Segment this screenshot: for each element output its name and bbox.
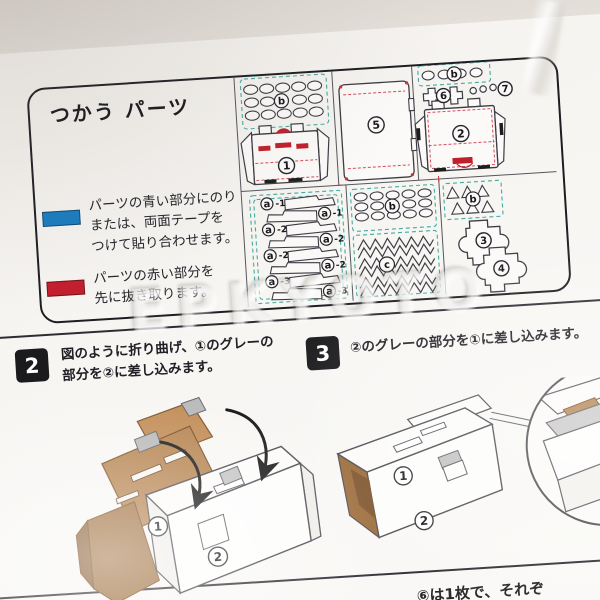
assembled-box [336, 394, 551, 539]
step-3-text: ②のグレーの部分を①に差し込みます。 [349, 325, 588, 356]
label-a1-suffix: -1 [332, 208, 343, 219]
legend-blue-text: パーツの青い部分にのり または、両面テープを つけて貼り合わせます。 [88, 188, 239, 255]
part-3-4-outlines [335, 176, 528, 293]
label-5: 5 [372, 118, 380, 131]
ill2-label-2: 2 [213, 550, 222, 564]
label-c: c [384, 260, 391, 271]
label-b2: b [450, 69, 458, 80]
label-b3: b [388, 201, 396, 212]
step-2-illustration: 1 2 [75, 396, 322, 600]
step-3-illustration: 1 2 [336, 374, 600, 539]
label-a7: a [326, 286, 333, 297]
parts-diagram: b 1 5 b 6 7 2 b c b 3 4 a -1 a -1 a -2 a -2 [233, 61, 557, 308]
label-a7-suffix: -3 [337, 286, 348, 297]
step-2-text: 図のように折り曲げ、①のグレーの 部分を②に差し込みます。 [60, 333, 275, 384]
ill2-label-1: 1 [153, 519, 162, 533]
legend-red-text: パーツの赤い部分を 先に抜き取ります。 [92, 263, 215, 308]
label-1: 1 [282, 159, 290, 172]
label-a4: a [267, 251, 274, 262]
step-3-badge: 3 [305, 335, 341, 371]
ill3-label-2: 2 [420, 514, 429, 528]
label-a2-suffix: -2 [277, 225, 288, 236]
label-a3: a [323, 234, 330, 245]
label-3: 3 [480, 236, 488, 247]
label-a4-suffix: -2 [278, 251, 289, 262]
label-a5: a [324, 260, 331, 271]
legend-red-swatch [46, 279, 86, 297]
label-b1: b [278, 96, 286, 107]
ill3-label-1: 1 [399, 469, 408, 483]
label-4: 4 [498, 264, 506, 275]
label-6: 6 [440, 91, 448, 102]
label-a0: a [263, 199, 270, 210]
label-a6: a [268, 277, 275, 288]
label-a3-suffix: -2 [334, 234, 345, 245]
label-a0-suffix: -1 [275, 199, 286, 210]
label-7: 7 [501, 84, 509, 95]
label-a6-suffix: -3 [280, 277, 291, 288]
label-a2: a [265, 225, 272, 236]
label-b4: b [469, 194, 477, 205]
legend-blue-swatch [41, 209, 81, 227]
label-a1: a [321, 208, 328, 219]
step-2-badge: 2 [14, 347, 50, 383]
label-2: 2 [457, 127, 465, 140]
part-c-zigzag-pieces [357, 234, 437, 297]
label-a5-suffix: -2 [336, 260, 347, 271]
part-1-outline [240, 122, 330, 186]
